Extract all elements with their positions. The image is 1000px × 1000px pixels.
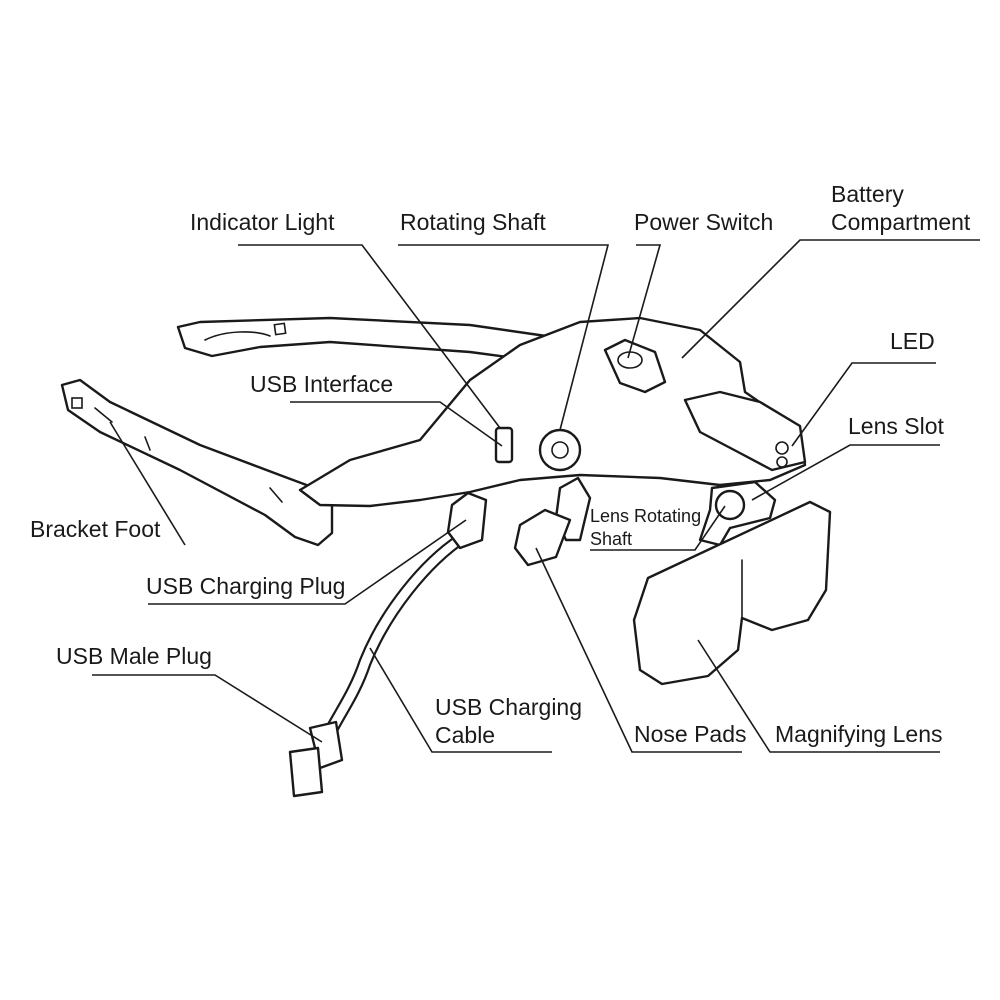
label-battery-compartment-line1: Battery [831, 181, 904, 207]
label-usb-charging-cable-line1: USB Charging [435, 694, 583, 720]
leader-line-magnifying-lens [697, 639, 940, 753]
leader-line-lens-slot [751, 444, 940, 501]
usb-interface-port [494, 426, 514, 464]
label-lens-rotating-shaft-line1: Lens Rotating [590, 506, 702, 526]
label-power-switch: Power Switch [634, 209, 774, 235]
leader-lines [92, 239, 980, 753]
headband-magnifier-illustration [60, 316, 832, 798]
leader-line-usb-male-plug [92, 674, 323, 743]
magnifying-lens [632, 500, 832, 686]
label-battery-compartment-line2: Compartment [831, 209, 971, 235]
label-indicator-light: Indicator Light [190, 209, 335, 235]
nose-pad-left [513, 508, 572, 567]
leader-line-rotating-shaft [398, 244, 610, 431]
label-magnifying-lens: Magnifying Lens [775, 721, 943, 747]
main-housing [298, 316, 807, 508]
leader-line-indicator-light [238, 244, 501, 429]
label-nose-pads: Nose Pads [634, 721, 747, 747]
leader-line-usb-charging-cable [369, 647, 552, 753]
led-head [683, 390, 807, 472]
leader-line-nose-pads [535, 547, 742, 753]
leader-line-battery-compartment [681, 239, 980, 359]
label-rotating-shaft: Rotating Shaft [400, 209, 546, 235]
usb-male-plug-connector [288, 746, 324, 798]
leader-line-power-switch [627, 244, 662, 359]
label-usb-charging-plug: USB Charging Plug [146, 573, 346, 599]
label-usb-male-plug: USB Male Plug [56, 643, 212, 669]
label-usb-charging-cable-line2: Cable [435, 722, 496, 748]
power-switch-knob [603, 338, 667, 394]
leader-line-bracket-foot [109, 421, 186, 546]
rotating-shaft-knob [538, 428, 582, 472]
usb-charging-cable [323, 533, 460, 732]
leader-line-led [791, 362, 936, 447]
leader-line-usb-interface [290, 401, 503, 447]
label-bracket-foot: Bracket Foot [30, 516, 161, 542]
rear-temple-arm [176, 316, 562, 364]
usb-charging-plug [446, 491, 488, 550]
front-temple-arm [60, 378, 334, 547]
leader-line-lens-rotating-shaft [590, 505, 726, 551]
label-usb-interface: USB Interface [250, 371, 394, 397]
leader-line-usb-charging-plug [148, 519, 467, 605]
label-led: LED [890, 328, 935, 354]
label-lens-slot: Lens Slot [848, 413, 944, 439]
label-lens-rotating-shaft-line2: Shaft [590, 529, 633, 549]
